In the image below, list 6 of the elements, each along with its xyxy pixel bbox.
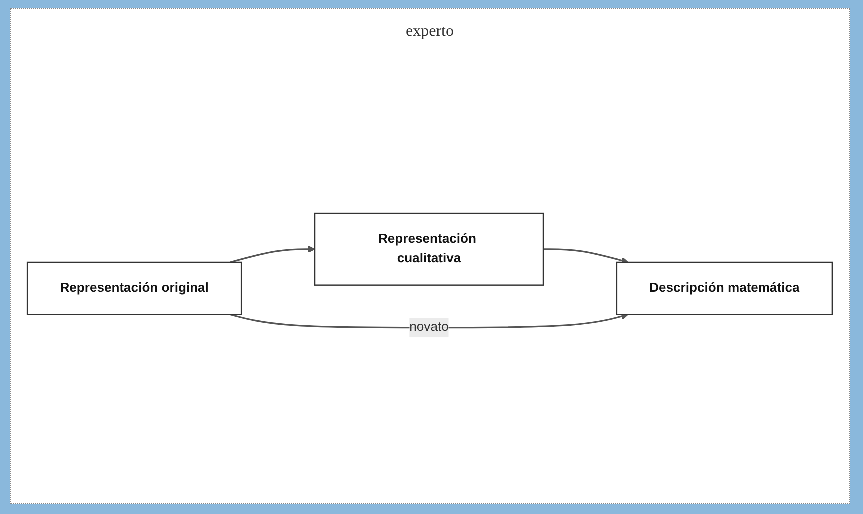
node-box: Representación cualitativa [314,213,544,286]
edge-label: novato [410,320,449,335]
node-box: Representación original [26,262,242,316]
node-box: Descripción matemática [616,262,834,316]
arrow [230,246,316,264]
annotation-text: experto [406,23,454,40]
